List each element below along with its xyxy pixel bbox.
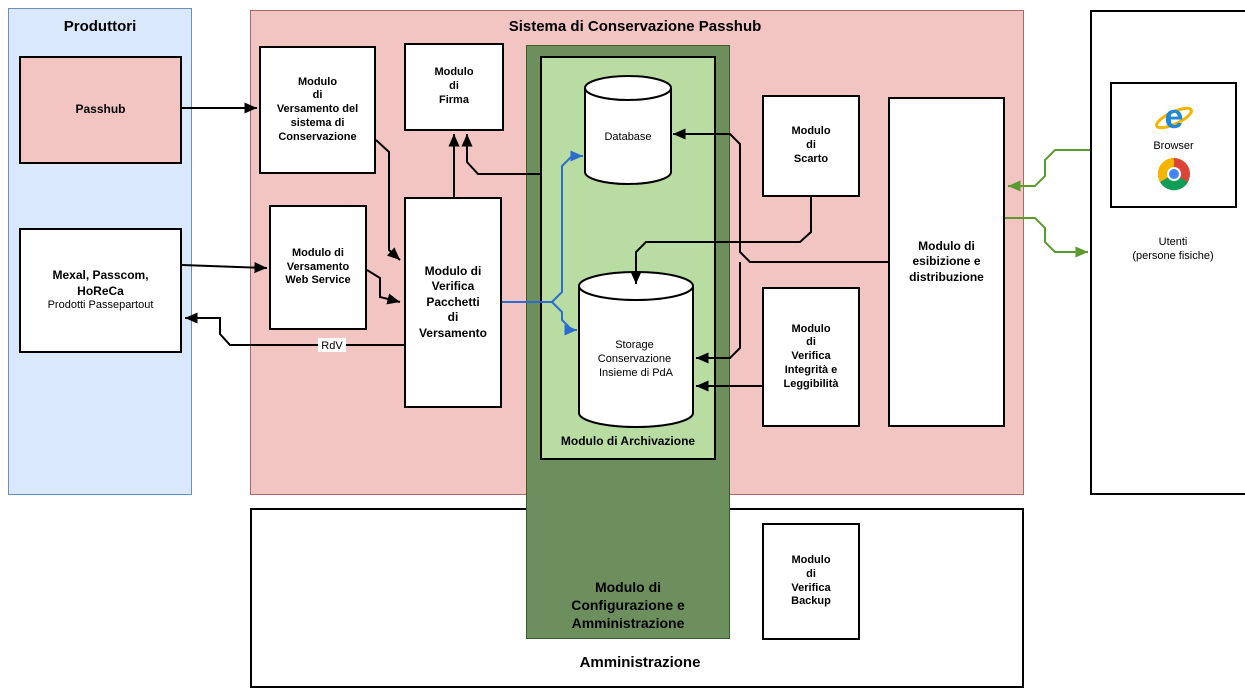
- browser-box[interactable]: e Browser: [1110, 82, 1237, 208]
- arrow-esibizione-database: [673, 128, 888, 263]
- passhub-box[interactable]: Passhub: [19, 56, 182, 164]
- arrow-users-esibizione: [1008, 149, 1090, 192]
- arrow-scarto-storage: [630, 197, 812, 284]
- utenti-label: Utenti (persone fisiche): [1132, 236, 1214, 262]
- svg-text:e: e: [1164, 98, 1183, 136]
- storage-cylinder[interactable]: [578, 271, 694, 428]
- configurazione-label[interactable]: Modulo di Configurazione e Amministrazio…: [571, 579, 685, 632]
- rdv-label-bg: [318, 338, 346, 352]
- storage-label: Storage Conservazione Insieme di PdA: [598, 339, 674, 379]
- mexal-subtitle: Prodotti Passepartout: [47, 299, 154, 312]
- database-label: Database: [604, 131, 651, 143]
- modulo-integrita-box[interactable]: Modulo di Verifica Integrità e Leggibili…: [762, 287, 860, 427]
- arrow-verifica-database: [502, 150, 583, 303]
- arrow-mexal-webservice: [181, 261, 268, 274]
- modulo-esibizione-box[interactable]: Modulo di esibizione e distribuzione: [888, 97, 1005, 427]
- modulo-web-service-box[interactable]: Modulo di Versamento Web Service: [269, 205, 367, 330]
- archive-title: Modulo di Archivazione: [560, 434, 696, 448]
- modulo-verifica-pacchetti-box[interactable]: Modulo di Verifica Pacchetti di Versamen…: [404, 197, 502, 408]
- modulo-scarto-box[interactable]: Modulo di Scarto: [762, 95, 860, 197]
- system-title: Sistema di Conservazione Passhub: [508, 18, 762, 35]
- mexal-title: Mexal, Passcom, HoReCa: [52, 268, 149, 298]
- storage-label-line3: Insieme di PdA: [599, 367, 674, 379]
- arrow-esibizione-storage: [696, 262, 741, 364]
- storage-label-line1: Storage: [615, 339, 654, 351]
- mexal-box[interactable]: Mexal, Passcom, HoReCa Prodotti Passepar…: [19, 228, 182, 353]
- admin-title: Amministrazione: [579, 654, 701, 671]
- internet-explorer-icon: e: [1154, 98, 1193, 136]
- rdv-label: RdV: [321, 340, 343, 352]
- arrow-archive-firma: [461, 134, 540, 175]
- modulo-versamento-box[interactable]: Modulo di Versamento del sistema di Cons…: [259, 46, 376, 174]
- browser-label: Browser: [1153, 140, 1194, 153]
- database-cylinder[interactable]: [584, 75, 672, 185]
- storage-label-line2: Conservazione: [598, 353, 671, 365]
- chrome-icon: [1157, 157, 1190, 191]
- modulo-backup-box[interactable]: Modulo di Verifica Backup: [762, 523, 860, 640]
- producers-title: Produttori: [63, 18, 137, 35]
- arrow-versamento-verifica: [375, 139, 401, 261]
- arrow-esibizione-users: [1005, 217, 1088, 258]
- arrow-webservice-verifica: [366, 269, 401, 305]
- arrow-verifica-storage: [551, 301, 577, 336]
- modulo-firma-box[interactable]: Modulo di Firma: [404, 43, 504, 131]
- arrow-rdv: [185, 312, 404, 346]
